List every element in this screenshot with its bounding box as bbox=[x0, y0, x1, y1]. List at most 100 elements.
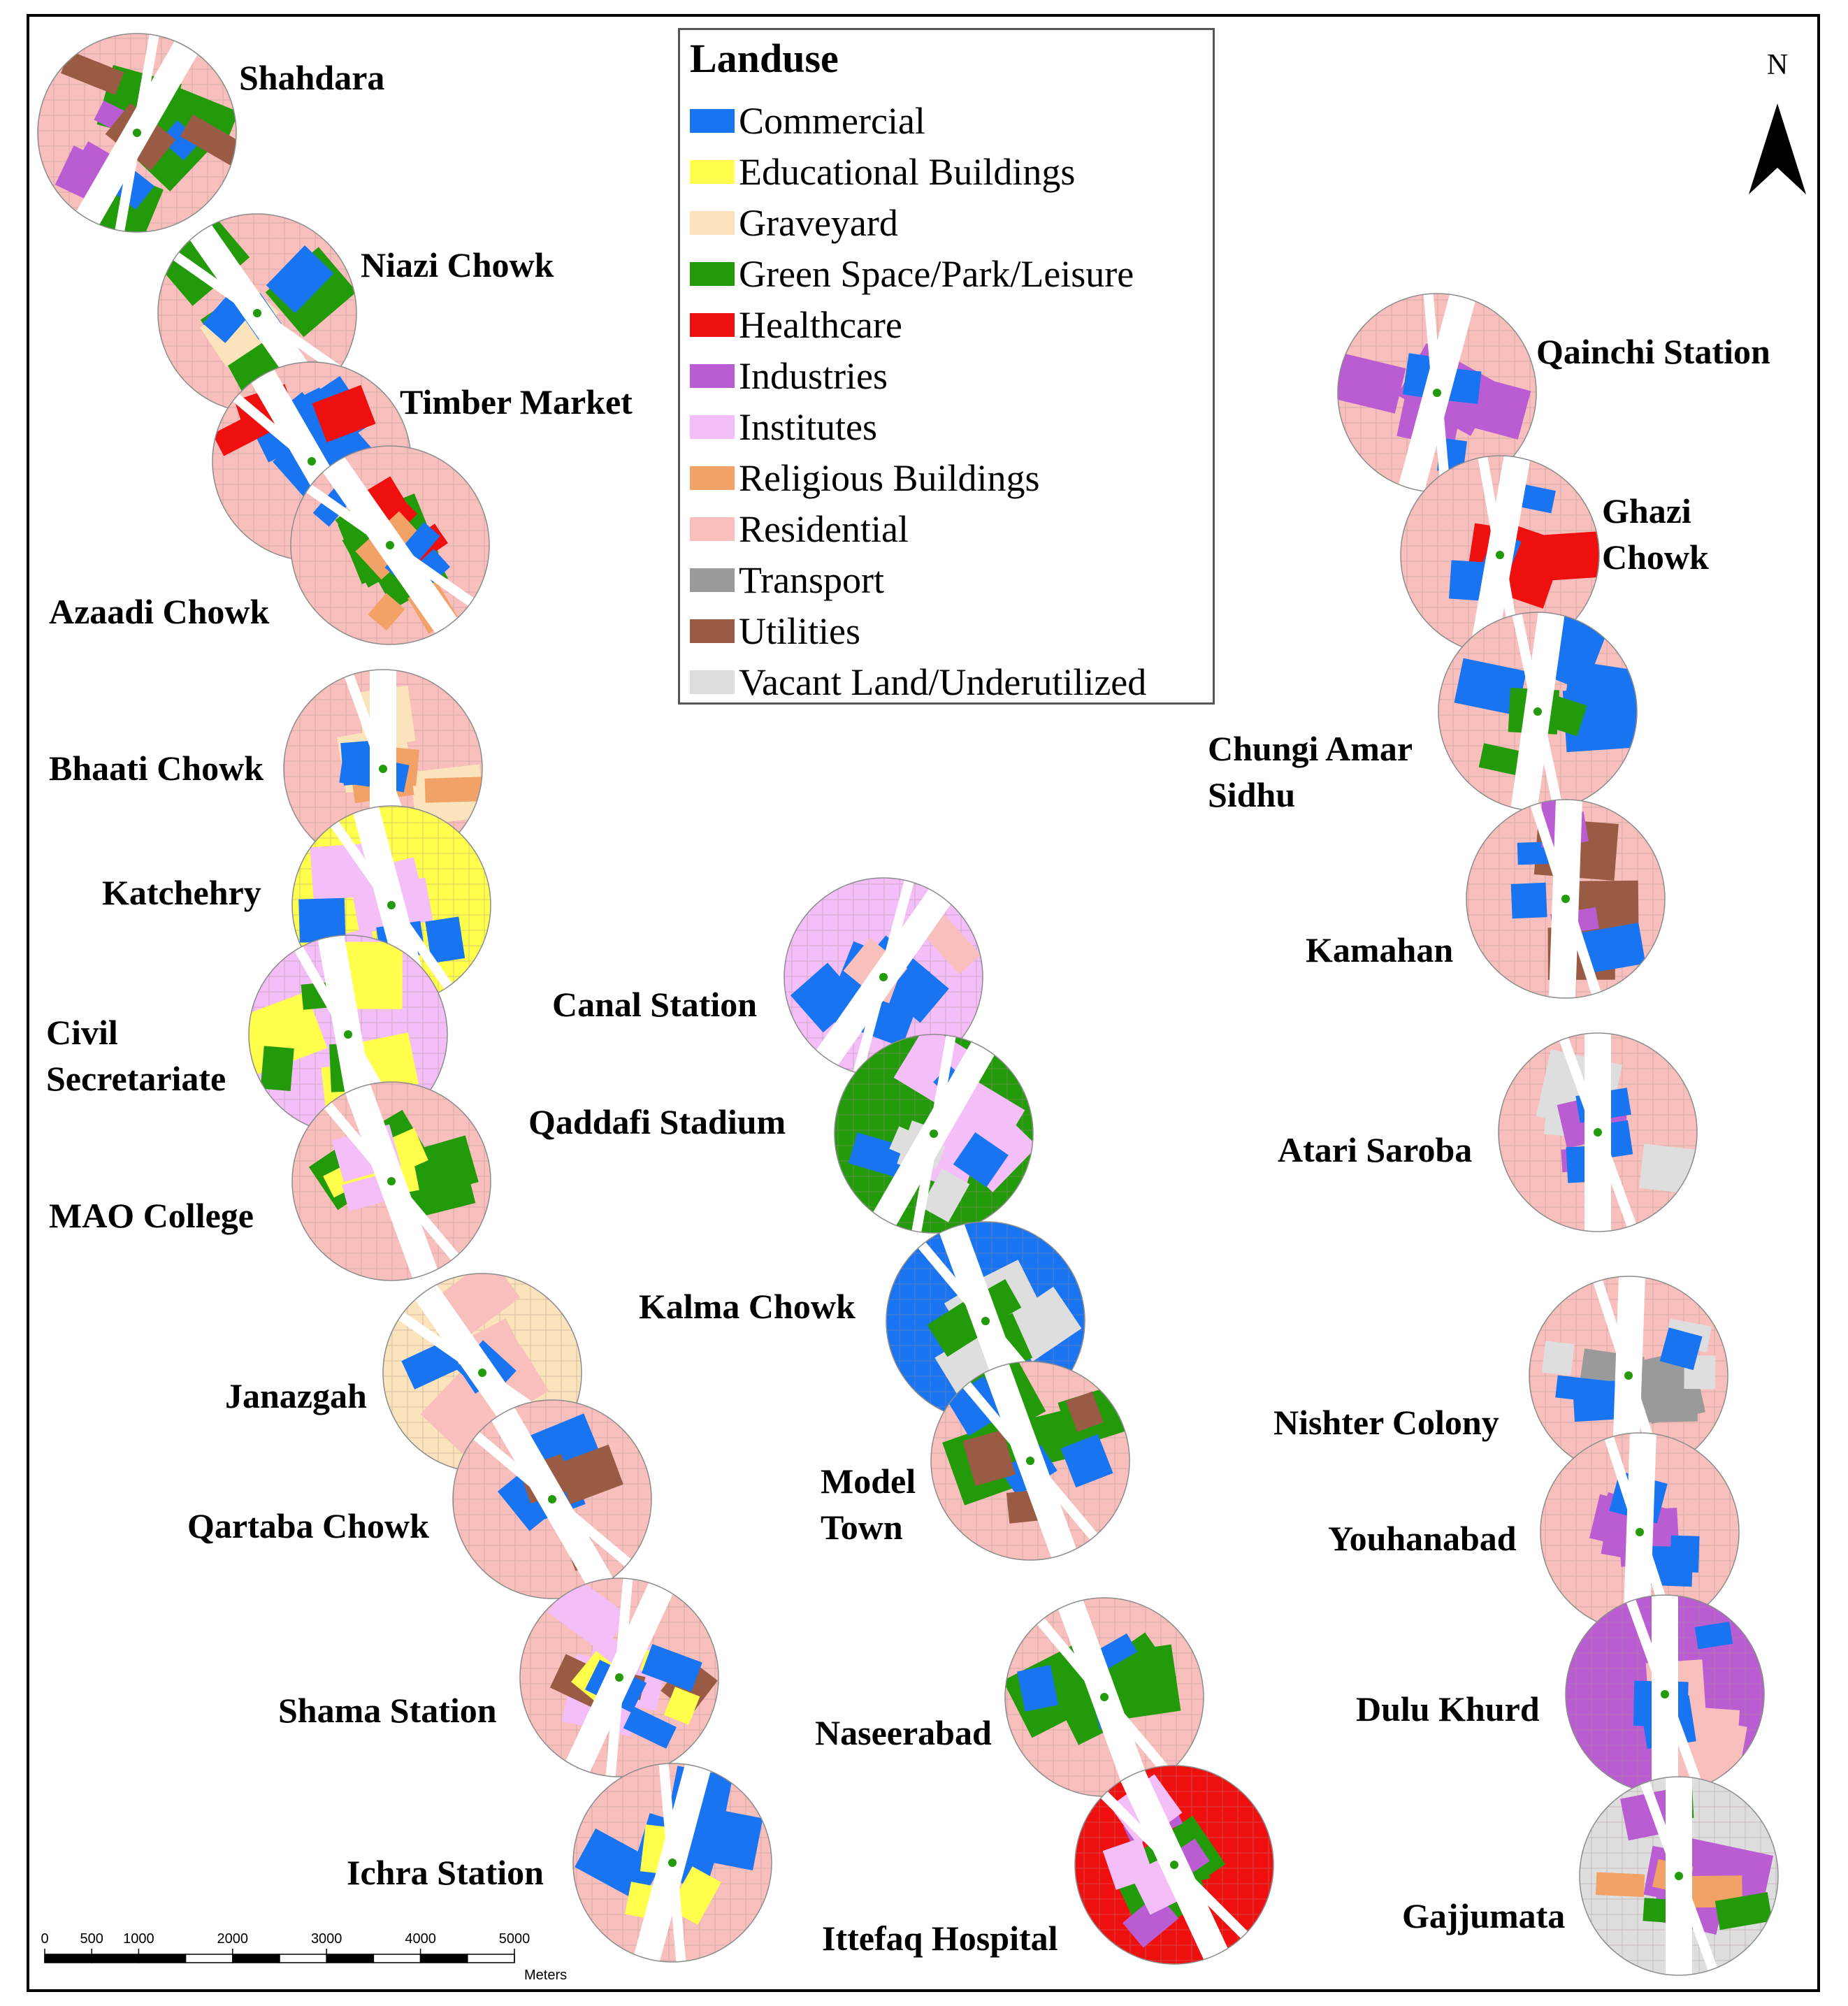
landuse-patch bbox=[1562, 686, 1637, 753]
landuse-patch bbox=[1643, 1898, 1670, 1923]
station-circle bbox=[1565, 1594, 1765, 1794]
legend-item: Transport bbox=[690, 559, 884, 601]
station-point bbox=[879, 973, 888, 981]
station-circle bbox=[1337, 293, 1537, 493]
scale-segment bbox=[279, 1954, 327, 1963]
station-point bbox=[1533, 707, 1542, 716]
station-circle bbox=[1438, 612, 1638, 811]
landuse-patch bbox=[921, 1169, 970, 1222]
station-point bbox=[1675, 1872, 1683, 1880]
legend-item: Healthcare bbox=[690, 304, 902, 346]
label-janazgah: Janazgah bbox=[225, 1376, 367, 1415]
label-ittefaq-hospital: Ittefaq Hospital bbox=[822, 1919, 1058, 1958]
station-point bbox=[1561, 895, 1570, 903]
buffer-outline bbox=[37, 33, 237, 233]
scale-segment bbox=[232, 1954, 280, 1963]
legend-title: Landuse bbox=[690, 36, 839, 81]
landuse-patch bbox=[623, 1706, 677, 1749]
landuse-patch bbox=[1659, 1327, 1703, 1371]
landuse-patch bbox=[212, 410, 270, 456]
station-circle bbox=[519, 1578, 719, 1777]
buffer-outline bbox=[1498, 1032, 1698, 1232]
landuse-patch bbox=[1694, 1622, 1733, 1650]
label-qainchi-station: Qainchi Station bbox=[1536, 332, 1770, 371]
landuse-patch bbox=[663, 1687, 700, 1725]
scale-tick-label: 5000 bbox=[498, 1931, 530, 1947]
landuse-patch bbox=[669, 1866, 721, 1925]
buffer-outline bbox=[1074, 1765, 1274, 1965]
label-qartaba-chowk: Qartaba Chowk bbox=[187, 1506, 429, 1545]
station-circle bbox=[291, 1081, 491, 1281]
label-youhanabad: Youhanabad bbox=[1328, 1519, 1517, 1558]
landuse-patch bbox=[1639, 1143, 1696, 1195]
legend-swatch bbox=[690, 262, 735, 286]
landuse-patch bbox=[547, 1578, 629, 1653]
station-point bbox=[387, 901, 396, 909]
station-point bbox=[253, 309, 261, 317]
label-kamahan: Kamahan bbox=[1306, 930, 1454, 969]
scale-segment bbox=[91, 1954, 140, 1963]
landuse-patch bbox=[1596, 1872, 1645, 1898]
label-bhaati-chowk: Bhaati Chowk bbox=[49, 749, 264, 788]
station-circle bbox=[290, 445, 490, 645]
station-circle bbox=[834, 1034, 1034, 1234]
legend-label: Green Space/Park/Leisure bbox=[739, 253, 1134, 295]
scale-segment bbox=[138, 1954, 187, 1963]
buffer-outline bbox=[930, 1361, 1130, 1561]
station-point bbox=[615, 1673, 623, 1682]
landuse-patch bbox=[424, 777, 482, 803]
landuse-patch bbox=[160, 120, 201, 161]
scale-segment bbox=[373, 1954, 421, 1963]
station-point bbox=[387, 1177, 396, 1185]
station-point bbox=[1026, 1457, 1034, 1465]
buffer-outline bbox=[519, 1578, 719, 1777]
landuse-patch bbox=[923, 914, 981, 974]
landuse-patch bbox=[1670, 1535, 1700, 1573]
legend-item: Institutes bbox=[690, 406, 877, 448]
legend-swatch bbox=[690, 517, 735, 541]
north-arrow: N bbox=[1739, 48, 1816, 201]
landuse-patch bbox=[1017, 1665, 1059, 1712]
station-point bbox=[981, 1317, 990, 1325]
label-timber-market: Timber Market bbox=[400, 382, 633, 421]
label-chungi-amar-sidhu: Chungi Amar Sidhu bbox=[1208, 729, 1413, 814]
buffer-outline bbox=[1466, 799, 1666, 999]
station-point bbox=[1433, 389, 1441, 397]
station-point bbox=[379, 765, 387, 773]
label-civil-secretariate: Civil Secretariate bbox=[46, 1013, 226, 1098]
scale-tick-label: 2000 bbox=[217, 1931, 249, 1947]
legend-swatch bbox=[690, 568, 735, 592]
scale-units: Meters bbox=[524, 1968, 568, 1983]
station-point bbox=[386, 541, 394, 549]
landuse-patch bbox=[1541, 1341, 1575, 1376]
buffer-outline bbox=[1579, 1776, 1779, 1976]
station-circle bbox=[886, 1221, 1085, 1421]
station-circle bbox=[1074, 1765, 1274, 1965]
station-circle bbox=[37, 33, 237, 233]
label-mao-college: MAO College bbox=[49, 1196, 254, 1235]
label-naseerabad: Naseerabad bbox=[815, 1713, 992, 1752]
label-model-town: Model Town bbox=[821, 1462, 916, 1547]
station-circle bbox=[1529, 1276, 1728, 1475]
scale-segment bbox=[467, 1954, 515, 1963]
landuse-patch bbox=[342, 941, 403, 1009]
legend-swatch bbox=[690, 211, 735, 235]
station-circle bbox=[1540, 1432, 1740, 1632]
scale-segment bbox=[185, 1954, 233, 1963]
station-point bbox=[548, 1495, 556, 1503]
station-point bbox=[1624, 1371, 1633, 1380]
buffer-outline bbox=[290, 445, 490, 645]
legend-swatch bbox=[690, 415, 735, 439]
scale-tick-label: 4000 bbox=[405, 1931, 436, 1947]
legend-label: Vacant Land/Underutilized bbox=[739, 661, 1147, 703]
label-kalma-chowk: Kalma Chowk bbox=[639, 1287, 856, 1326]
legend-label: Graveyard bbox=[739, 202, 898, 244]
station-circle bbox=[572, 1763, 772, 1963]
north-letter: N bbox=[1766, 49, 1789, 81]
landuse-patch bbox=[1581, 923, 1646, 974]
station-circle bbox=[1004, 1597, 1204, 1797]
legend-swatch bbox=[690, 619, 735, 643]
